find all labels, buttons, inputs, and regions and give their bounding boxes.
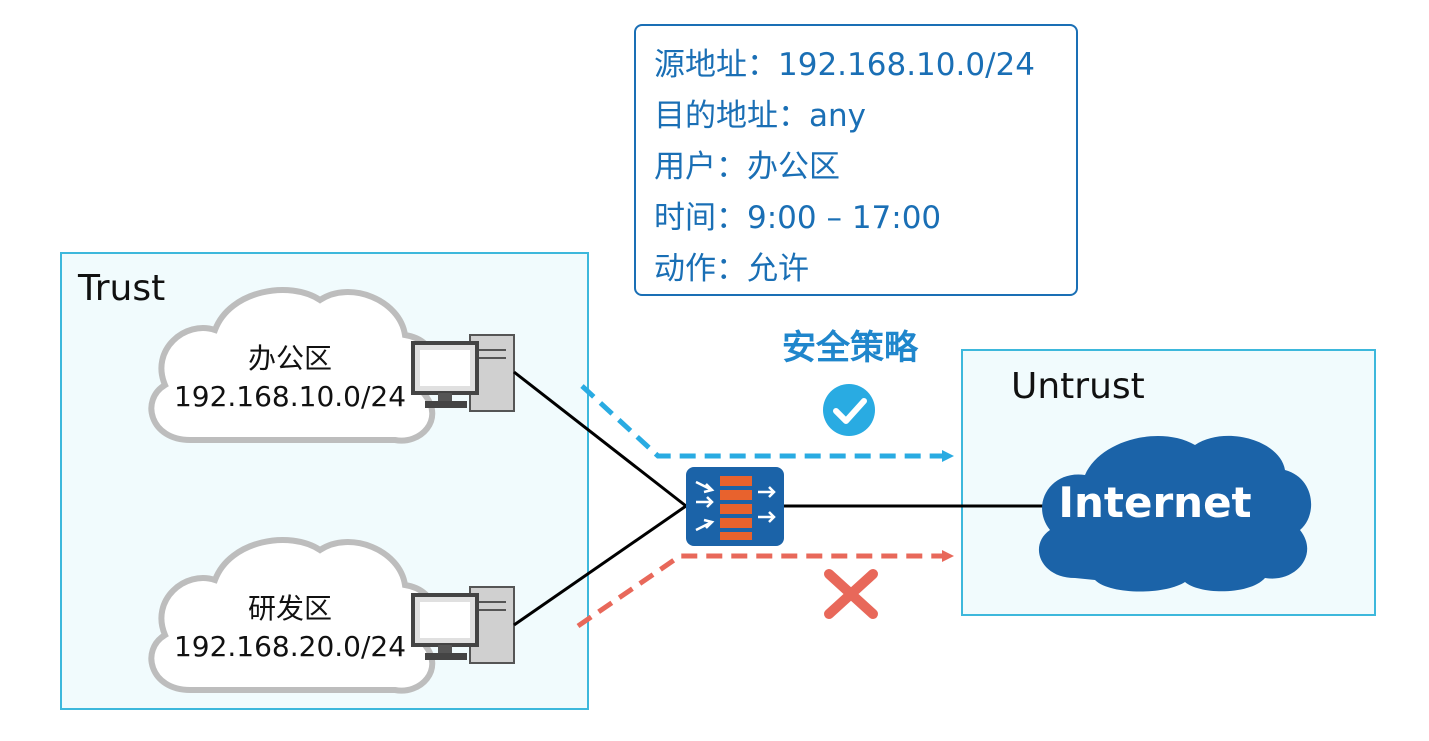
policy-user: 用户：办公区 [654,149,840,185]
trust-zone-title: Trust [78,268,166,309]
computer-icon [411,586,515,664]
internet-label: Internet [1058,478,1252,527]
policy-destination-address: 目的地址：any [654,98,866,134]
policy-source-address: 源地址：192.168.10.0/24 [654,47,1035,83]
link-office-firewall [513,370,687,508]
firewall-icon [686,467,784,546]
policy-action: 动作：允许 [654,251,809,287]
rd-area-name: 研发区 [247,592,332,625]
link-rd-firewall [513,504,687,627]
cross-icon [824,569,878,619]
denied-flow-arrow [576,550,954,629]
security-policy-title: 安全策略 [782,328,918,368]
internet-cloud-icon [1038,435,1312,592]
office-area-name: 办公区 [247,342,332,375]
untrust-zone-title: Untrust [1011,366,1145,407]
check-icon [823,384,875,436]
policy-details-box: 源地址：192.168.10.0/24 目的地址：any 用户：办公区 时间：9… [634,24,1078,296]
office-area-subnet: 192.168.10.0/24 [173,380,407,413]
office-area-label: 办公区 192.168.10.0/24 [150,340,430,416]
rd-area-subnet: 192.168.20.0/24 [173,630,407,663]
allowed-flow-arrow [580,384,954,462]
rd-area-label: 研发区 192.168.20.0/24 [150,590,430,666]
policy-time: 时间：9:00 – 17:00 [654,200,942,236]
